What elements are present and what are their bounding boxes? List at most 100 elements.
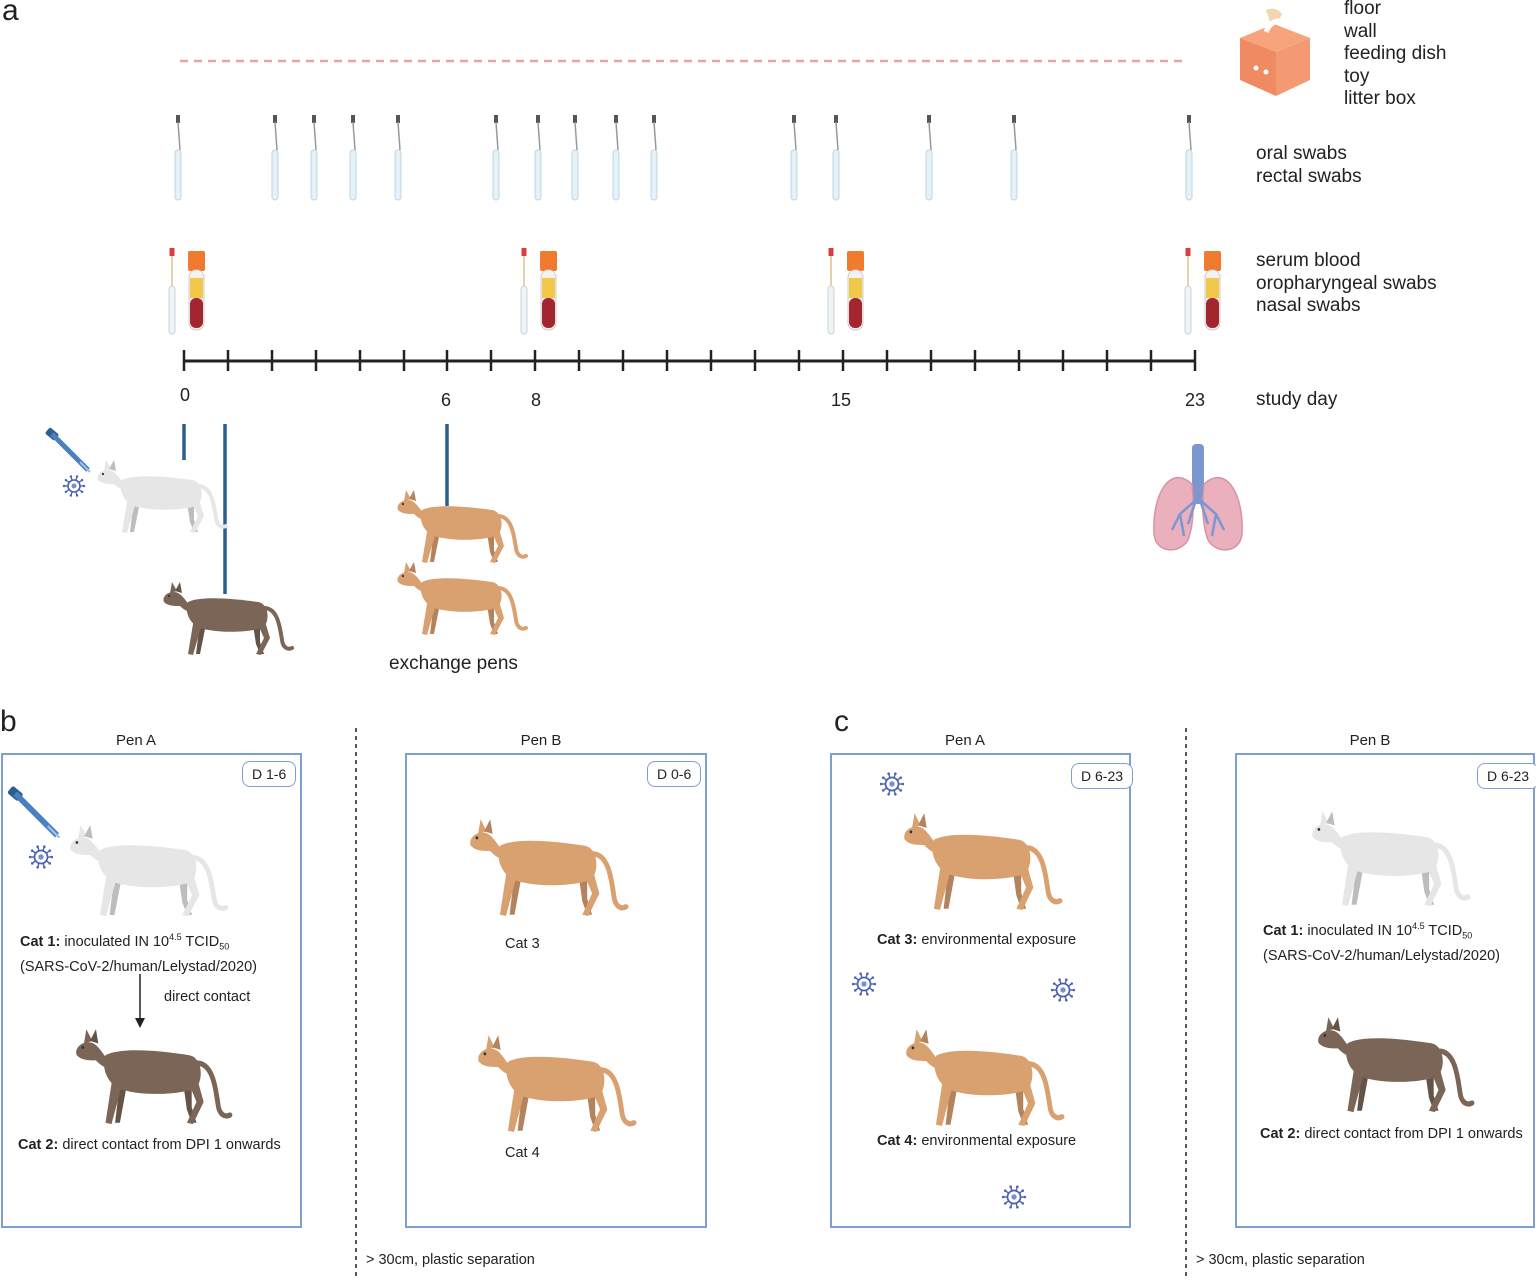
white-cat-icon — [97, 460, 228, 533]
cat2-desc: direct contact from DPI 1 onwards — [1300, 1126, 1523, 1142]
blood-tube-icon — [520, 248, 557, 335]
orange-cat-icon — [478, 1035, 637, 1133]
brown-cat-icon — [1318, 1017, 1475, 1113]
cat1-strain: (SARS-CoV-2/human/Lelystad/2020) — [20, 958, 257, 975]
exchange-pens-label: exchange pens — [389, 653, 518, 674]
panel-letter-a: a — [2, 0, 19, 27]
legend-feeding-dish: feeding dish — [1344, 43, 1447, 64]
pen-a-day-badge-c: D 6-23 — [1071, 763, 1134, 789]
swab-tube-icon — [790, 115, 798, 201]
pen-b-box-c — [1235, 753, 1535, 1228]
blood-legend: serum blood oropharyngeal swabs nasal sw… — [1256, 250, 1437, 318]
swab-tube-icon — [174, 115, 182, 201]
day-label-23: 23 — [1184, 390, 1206, 410]
swab-tube-icon — [271, 115, 279, 201]
cat2-label: Cat 2: — [1260, 1126, 1301, 1142]
swab-tube-icon — [612, 115, 620, 201]
virus-icon — [1050, 978, 1076, 1002]
direct-contact-arrow — [135, 974, 145, 1028]
blood-tubes-row — [168, 248, 1221, 335]
cat3-label: Cat 3: — [877, 932, 918, 948]
cat3-desc: environmental exposure — [917, 932, 1077, 948]
pen-b-title-c: Pen B — [1349, 732, 1391, 749]
swab-tube-icon — [492, 115, 500, 201]
orange-cat-icon — [470, 819, 629, 917]
cat1-unit: TCID — [181, 933, 220, 950]
panel-letter-c: c — [834, 705, 849, 738]
cat1-exponent: 4.5 — [169, 932, 182, 942]
legend-oropharyngeal-swabs: oropharyngeal swabs — [1256, 272, 1437, 294]
blood-tube-icon — [827, 248, 864, 335]
cat2-label: Cat 2: — [18, 1137, 59, 1153]
event-markers — [182, 424, 449, 594]
legend-toy: toy — [1344, 65, 1370, 87]
pipette-icon — [7, 786, 61, 839]
blood-tube-icon — [1184, 248, 1221, 335]
swab-tube-icon — [394, 115, 402, 201]
cat2-caption-c: Cat 2: direct contact from DPI 1 onwards — [1260, 1124, 1523, 1144]
cat3-label-b: Cat 3 — [505, 936, 540, 952]
lungs-icon — [1153, 444, 1243, 551]
cat1-subscript: 50 — [219, 941, 230, 952]
orange-cat-icon — [904, 813, 1063, 911]
virus-icon — [879, 772, 905, 796]
pen-a-day-badge-b: D 1-6 — [242, 761, 297, 787]
virus-icon — [28, 845, 54, 869]
orange-cat-icon — [397, 562, 528, 635]
cat1-desc: inoculated IN 10 — [1303, 922, 1413, 939]
legend-floor: floor — [1344, 0, 1381, 19]
swab-tube-icon — [650, 115, 658, 201]
panel-letter-b: b — [0, 705, 17, 738]
cat4-label-b: Cat 4 — [505, 1145, 540, 1161]
pen-a-title-b: Pen A — [115, 732, 157, 749]
cat1-label: Cat 1: — [20, 933, 61, 950]
pipette-icon — [45, 427, 91, 473]
white-cat-icon — [1312, 811, 1471, 907]
swab-tube-icon — [1010, 115, 1018, 201]
pen-b-title-b: Pen B — [520, 732, 562, 749]
pen-b-box-b — [405, 753, 707, 1228]
cat2-desc: direct contact from DPI 1 onwards — [58, 1137, 281, 1153]
legend-wall: wall — [1344, 20, 1377, 42]
cat4-caption-c: Cat 4: environmental exposure — [877, 1131, 1076, 1151]
pen-b-day-badge-b: D 0-6 — [647, 761, 702, 787]
separation-label-c: > 30cm, plastic separation — [1196, 1252, 1365, 1268]
brown-cat-icon — [76, 1029, 233, 1125]
swab-tube-icon — [534, 115, 542, 201]
cat1-exponent: 4.5 — [1412, 921, 1425, 931]
swab-tube-icon — [310, 115, 318, 201]
box-icon — [1240, 8, 1310, 96]
swab-legend: oral swabs rectal swabs — [1256, 143, 1362, 188]
orange-cat-icon — [906, 1029, 1065, 1127]
cat1-unit: TCID — [1424, 922, 1463, 939]
cat1-label: Cat 1: — [1263, 922, 1304, 939]
cat1-caption-b: Cat 1: inoculated IN 104.5 TCID50 (SARS-… — [20, 927, 257, 977]
legend-serum-blood: serum blood — [1256, 250, 1361, 271]
swab-tubes-row — [174, 115, 1193, 201]
study-day-timeline — [182, 350, 1197, 371]
day-label-15: 15 — [830, 390, 852, 410]
brown-cat-icon — [163, 582, 294, 655]
separation-label-b: > 30cm, plastic separation — [366, 1252, 535, 1268]
pen-a-box-b — [1, 753, 302, 1228]
legend-oral-swabs: oral swabs — [1256, 143, 1347, 164]
white-cat-icon — [70, 825, 229, 917]
swab-tube-icon — [832, 115, 840, 201]
cat4-label: Cat 4: — [877, 1133, 918, 1149]
pen-a-title-c: Pen A — [944, 732, 986, 749]
cat1-desc: inoculated IN 10 — [60, 933, 170, 950]
blood-tube-icon — [168, 248, 205, 335]
cat4-desc: environmental exposure — [917, 1133, 1077, 1149]
orange-cat-icon — [397, 490, 528, 563]
cat1-subscript: 50 — [1462, 930, 1473, 941]
cat1-caption-c: Cat 1: inoculated IN 104.5 TCID50 (SARS-… — [1263, 916, 1500, 966]
cat2-caption-b: Cat 2: direct contact from DPI 1 onwards — [18, 1135, 281, 1155]
swab-tube-icon — [1185, 115, 1193, 201]
virus-icon — [62, 475, 86, 497]
cat3-caption-c: Cat 3: environmental exposure — [877, 930, 1076, 950]
pen-b-day-badge-c: D 6-23 — [1477, 763, 1536, 789]
legend-litter-box: litter box — [1344, 88, 1416, 109]
virus-icon — [1001, 1185, 1027, 1209]
